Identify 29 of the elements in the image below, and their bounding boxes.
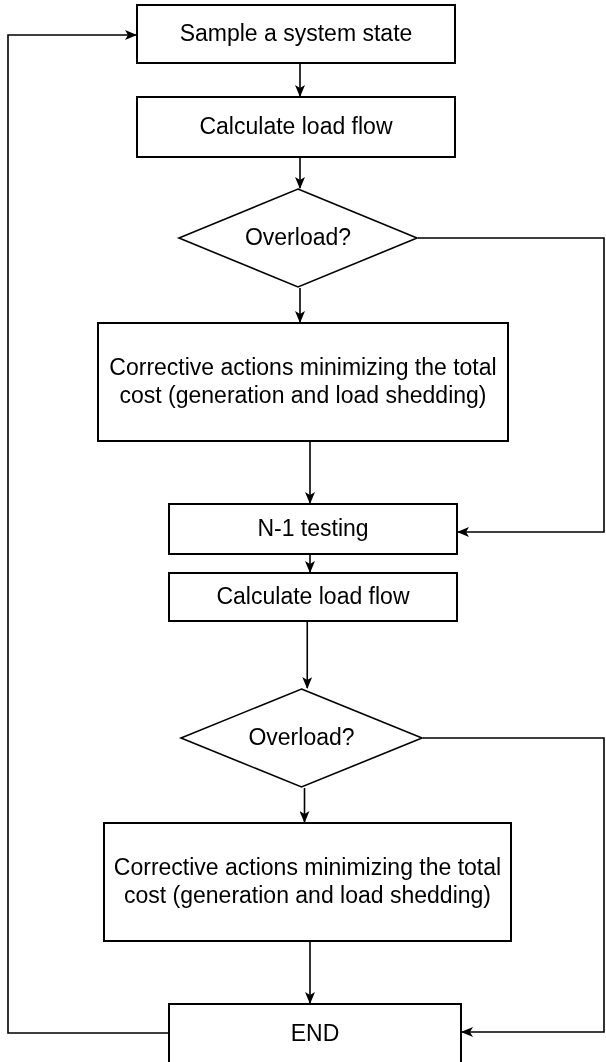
node-label: Corrective actions minimizing the total cost (generation and load shedding)	[108, 354, 498, 410]
process-box	[168, 1003, 462, 1062]
process-box	[103, 822, 512, 942]
decision-diamond	[180, 688, 423, 788]
node-label: Sample a system state	[178, 20, 414, 48]
process-box	[168, 572, 458, 622]
node-label: N-1 testing	[256, 515, 370, 543]
node-label: Corrective actions minimizing the total cost (generation and load shedding)	[112, 854, 503, 910]
arrow	[7, 30, 169, 1034]
arrow	[295, 287, 305, 323]
process-box	[168, 503, 458, 555]
arrow	[422, 737, 605, 1037]
node-label: Calculate load flow	[198, 113, 394, 141]
arrow	[305, 941, 315, 1004]
arrow	[305, 554, 315, 573]
arrow	[302, 621, 313, 689]
process-box	[136, 4, 456, 64]
decision-diamond	[178, 188, 418, 288]
node-label: Calculate load flow	[215, 583, 411, 611]
node-label: Overload?	[243, 224, 353, 252]
arrow	[295, 157, 305, 189]
node-label: END	[289, 1020, 341, 1048]
arrow	[299, 787, 310, 823]
arrow	[305, 441, 315, 504]
process-box	[136, 96, 456, 158]
arrow	[417, 237, 605, 537]
arrow	[295, 63, 305, 97]
node-label: Overload?	[247, 724, 356, 752]
process-box	[97, 322, 509, 442]
